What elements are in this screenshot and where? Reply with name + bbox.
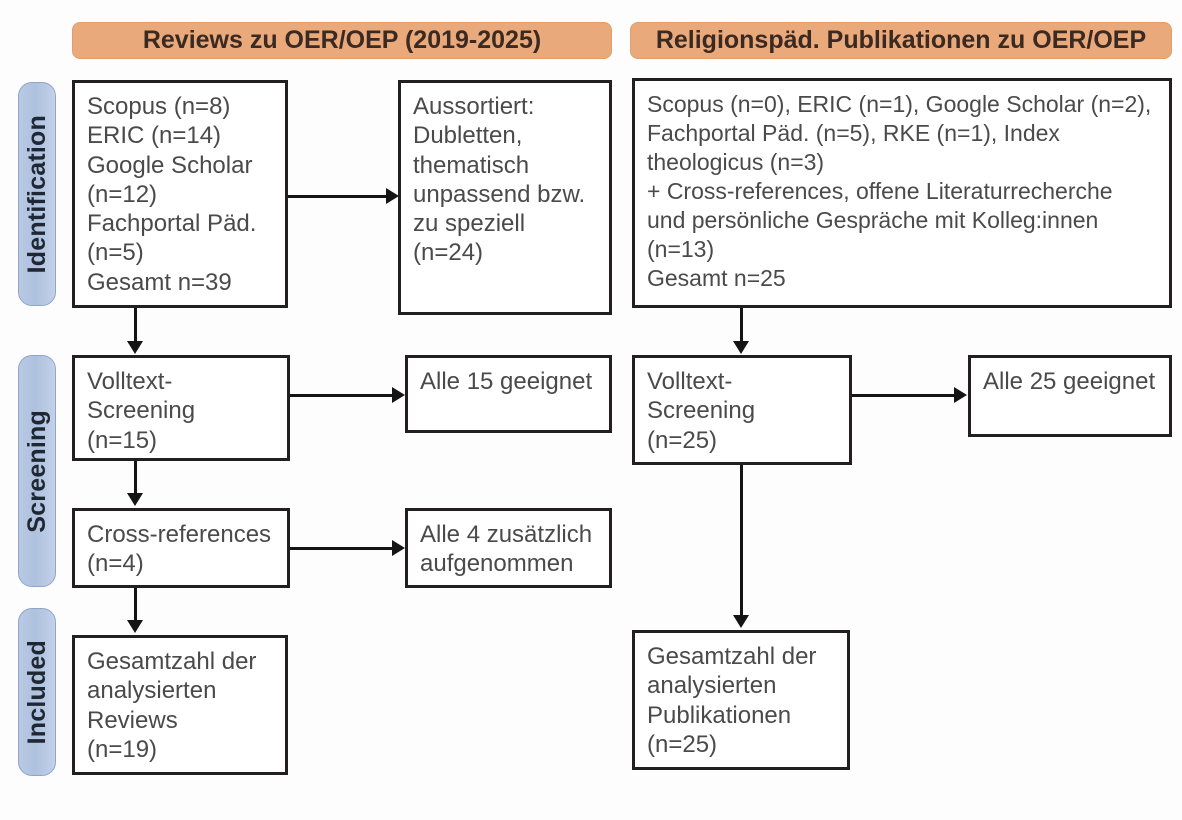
arrowhead-left-screening-to-crossrefs (127, 493, 143, 506)
connector-left-sources-to-excluded (288, 195, 387, 198)
connector-right-screening-to-result (852, 394, 956, 397)
box-left-cross-references-result: Alle 4 zusätzlich aufgenommen (405, 508, 612, 588)
box-right-fulltext-result: Alle 25 geeignet (968, 355, 1172, 437)
arrowhead-left-sources-to-excluded (386, 188, 399, 204)
arrowhead-left-sources-to-screening (127, 341, 143, 354)
box-right-identification-sources: Scopus (n=0), ERIC (n=1), Google Scholar… (632, 78, 1172, 308)
column-header-reviews: Reviews zu OER/OEP (2019-2025) (72, 22, 612, 59)
arrowhead-left-screening-to-result (392, 387, 405, 403)
column-header-publications: Religionspäd. Publikationen zu OER/OEP (630, 22, 1172, 59)
box-left-cross-references: Cross-references (n=4) (72, 508, 290, 588)
stage-label-included-text: Included (22, 639, 51, 745)
box-left-fulltext-screening: Volltext- Screening (n=15) (72, 355, 290, 461)
connector-left-sources-to-screening (134, 308, 137, 343)
stage-label-identification: Identification (18, 82, 56, 306)
box-right-included-total: Gesamtzahl der analysierten Publikatione… (632, 630, 850, 770)
arrowhead-left-crossrefs-to-result (392, 540, 405, 556)
stage-label-included: Included (18, 608, 56, 776)
connector-left-screening-to-result (290, 394, 394, 397)
box-left-included-total: Gesamtzahl der analysierten Reviews (n=1… (72, 635, 288, 775)
arrowhead-left-crossrefs-to-included (127, 620, 143, 633)
box-left-fulltext-result: Alle 15 geeignet (405, 355, 612, 433)
connector-right-sources-to-screening (740, 308, 743, 343)
arrowhead-right-screening-to-result (954, 387, 967, 403)
connector-left-crossrefs-to-included (134, 588, 137, 622)
stage-label-screening-text: Screening (22, 409, 51, 533)
stage-label-screening: Screening (18, 355, 56, 587)
connector-right-screening-to-included (740, 465, 743, 617)
box-left-identification-sources: Scopus (n=8) ERIC (n=14) Google Scholar … (72, 80, 288, 308)
connector-left-crossrefs-to-result (290, 547, 394, 550)
arrowhead-right-screening-to-included (733, 615, 749, 628)
box-left-excluded: Aussortiert: Dubletten, thematisch unpas… (398, 80, 612, 315)
arrowhead-right-sources-to-screening (733, 341, 749, 354)
stage-label-identification-text: Identification (22, 114, 51, 274)
connector-left-screening-to-crossrefs (134, 461, 137, 495)
box-right-fulltext-screening: Volltext- Screening (n=25) (632, 355, 852, 465)
